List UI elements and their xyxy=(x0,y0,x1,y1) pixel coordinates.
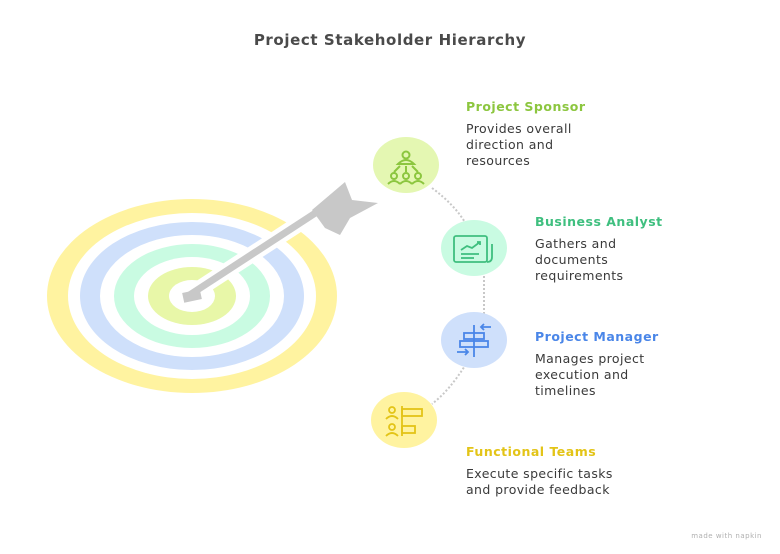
stakeholder-description: Gathers and documents requirements xyxy=(535,236,624,283)
watermark: made with napkin xyxy=(691,532,762,540)
node-teams xyxy=(371,392,437,448)
report-chart-icon xyxy=(453,235,493,263)
stakeholder-description: Manages project execution and timelines xyxy=(535,351,645,398)
node-manager xyxy=(441,312,507,368)
team-list-icon xyxy=(385,406,423,437)
stakeholder-title: Project Manager xyxy=(535,329,659,344)
node-analyst xyxy=(441,220,507,276)
hierarchy-people-icon xyxy=(387,150,425,185)
stakeholder-title: Functional Teams xyxy=(466,444,597,459)
stakeholder-teams: Functional Teams Execute specific tasks … xyxy=(466,444,613,498)
stakeholder-manager: Project Manager Manages project executio… xyxy=(535,329,659,399)
stakeholder-analyst: Business Analyst Gathers and documents r… xyxy=(535,214,663,284)
stakeholder-title: Business Analyst xyxy=(535,214,663,229)
connector-arc xyxy=(431,187,485,405)
stakeholder-description: Provides overall direction and resources xyxy=(466,121,572,168)
alignment-arrows-icon xyxy=(457,323,491,357)
node-sponsor xyxy=(373,137,439,193)
arrow-icon xyxy=(182,182,378,303)
stakeholder-description: Execute specific tasks and provide feedb… xyxy=(466,466,613,497)
stakeholder-title: Project Sponsor xyxy=(466,99,586,114)
stakeholder-sponsor: Project Sponsor Provides overall directi… xyxy=(466,99,586,169)
arrow-fletching xyxy=(312,182,378,235)
page-title: Project Stakeholder Hierarchy xyxy=(253,31,527,49)
